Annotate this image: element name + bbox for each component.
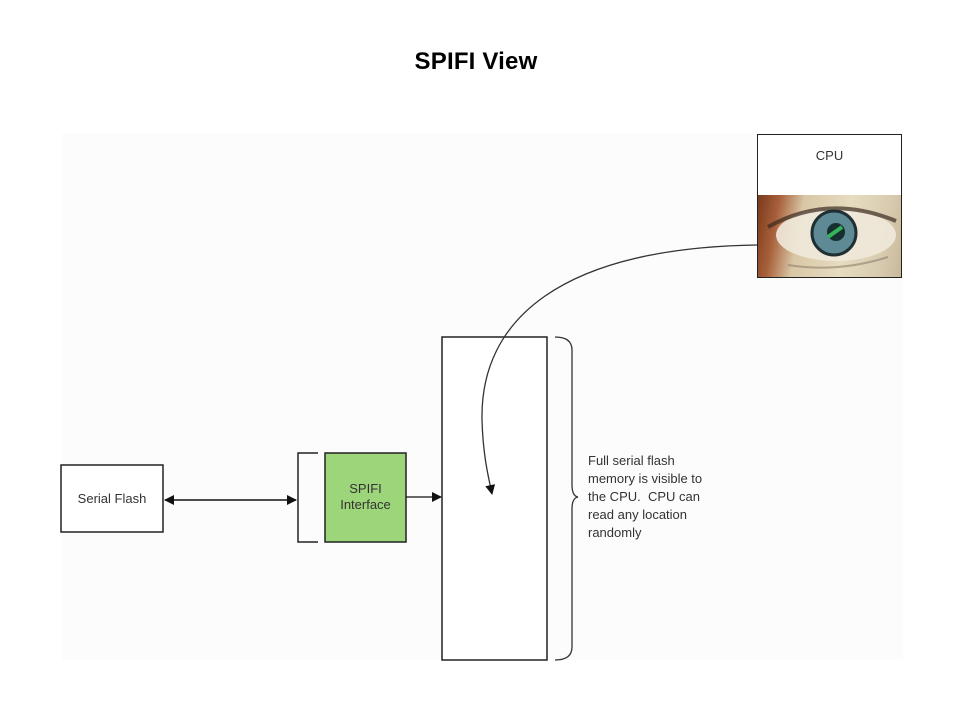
memory-map-box	[441, 336, 548, 661]
spifi-left-bracket	[297, 452, 318, 543]
cpu-box: CPU	[757, 134, 902, 278]
annotation-line: memory is visible to	[588, 471, 703, 486]
annotation-line: the CPU. CPU can	[588, 489, 700, 504]
memory-visibility-annotation: Full serial flash memory is visible to t…	[588, 452, 738, 542]
cpu-label: CPU	[815, 148, 844, 163]
eye-image	[758, 195, 901, 277]
spifi-interface-label-line1: SPIFI	[349, 481, 382, 496]
annotation-line: Full serial flash	[588, 453, 675, 468]
spifi-interface-box	[324, 452, 407, 543]
annotation-line: read any location	[588, 507, 688, 522]
annotation-line: randomly	[588, 525, 642, 540]
spifi-interface-label-line2: Interface	[340, 497, 391, 512]
serial-flash-label: Serial Flash	[77, 491, 147, 506]
memory-map-curly-brace	[554, 336, 579, 661]
serial-flash-box	[60, 464, 164, 533]
spifi-interface-label: SPIFI Interface	[325, 481, 406, 513]
slide-title: SPIFI View	[414, 48, 538, 75]
cpu-to-memory-curved-arrow	[481, 244, 758, 495]
